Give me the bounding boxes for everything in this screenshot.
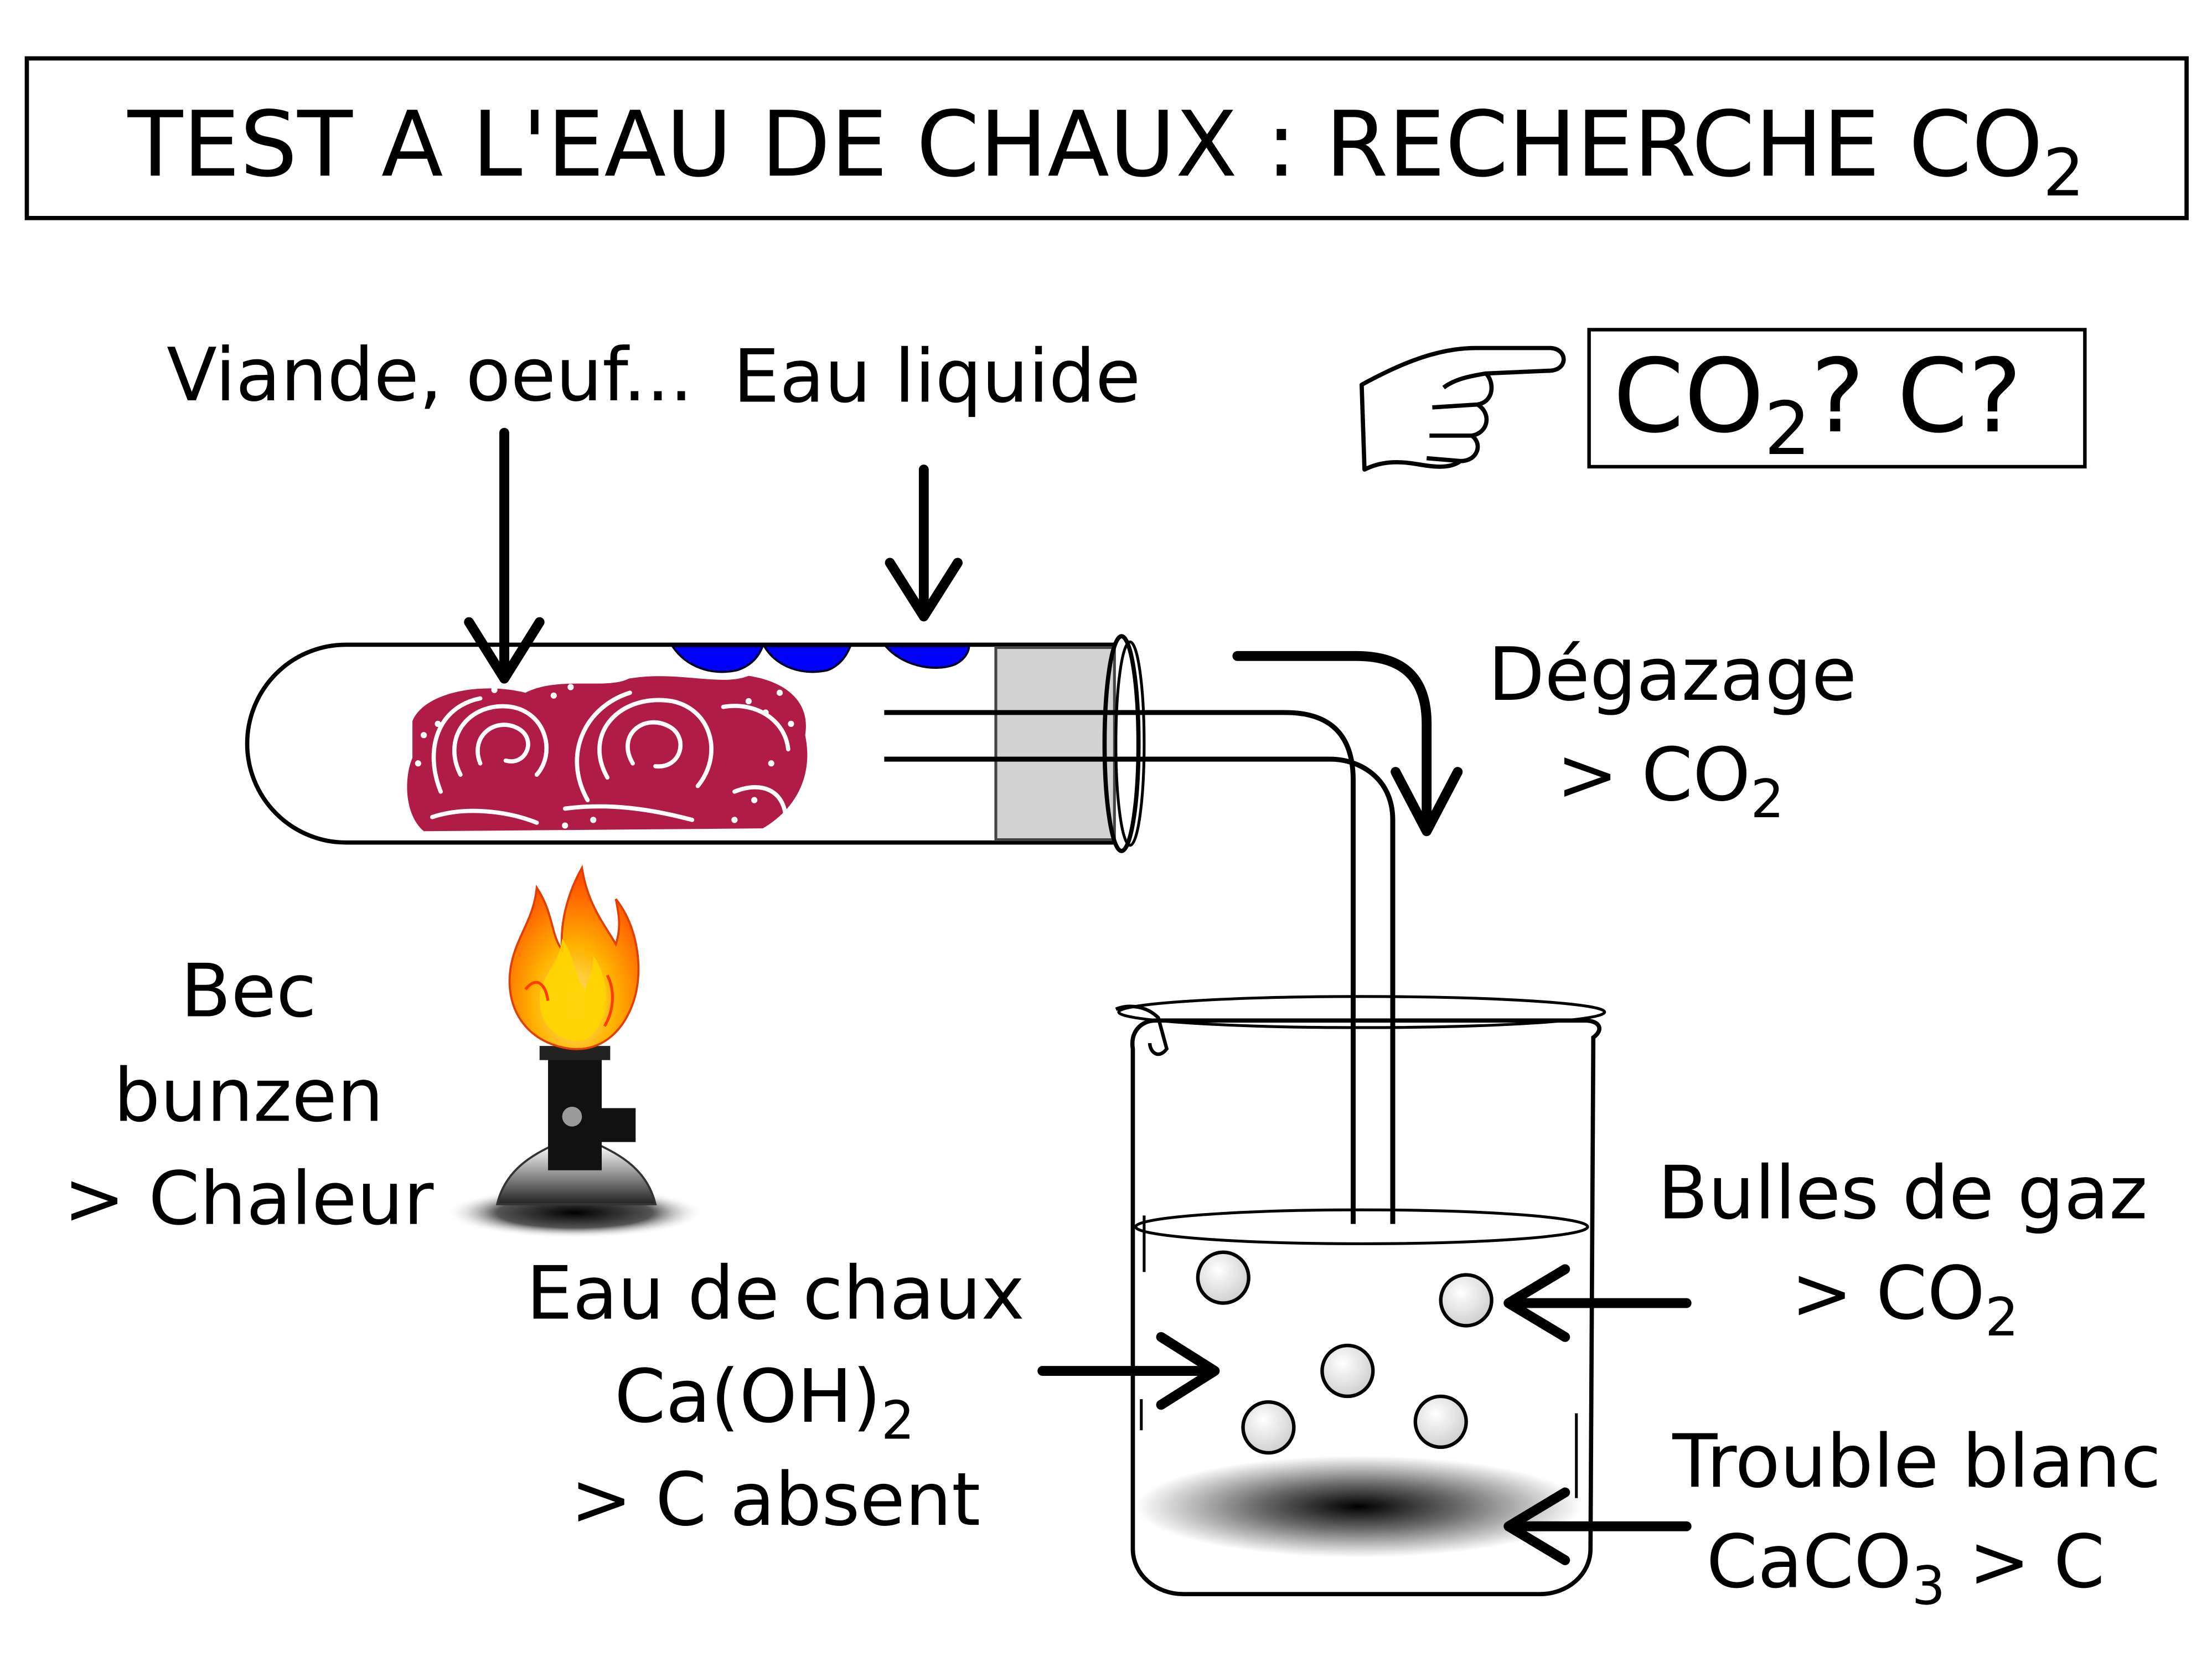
beaker	[1115, 995, 1606, 1597]
tube-lip	[1102, 634, 1141, 853]
question-text: CO2? C?	[1613, 337, 2022, 472]
bubble	[1413, 1394, 1468, 1449]
meat-sample	[407, 675, 808, 832]
stopper	[994, 646, 1116, 842]
label-bec: Bec	[180, 949, 317, 1034]
test-tube	[245, 634, 1146, 853]
pointing-hand-icon	[1360, 345, 1566, 472]
bubble	[1439, 1273, 1493, 1328]
arrow-degazage	[1232, 651, 1463, 837]
delivery-tube	[884, 710, 1396, 1301]
white-precipitate	[1135, 1456, 1582, 1557]
flame-icon	[508, 864, 640, 1050]
arrows	[464, 427, 1692, 1565]
arrow-trouble	[1503, 1487, 1692, 1565]
label-caoh2: Ca(OH)2	[614, 1354, 914, 1452]
arrow-viande	[464, 427, 545, 684]
label-bunzen: bunzen	[113, 1053, 384, 1138]
label-viande: Viande, oeuf...	[167, 333, 693, 418]
liquid-surface	[1134, 1208, 1589, 1245]
label-caco3: CaCO3 > C	[1706, 1519, 2105, 1617]
question-box: CO2? C?	[1587, 328, 2087, 472]
page-title: TEST A L'EAU DE CHAUX : RECHERCHE CO2	[127, 91, 2085, 211]
arrow-eau-liquide	[885, 465, 963, 622]
label-eau-de-chaux: Eau de chaux	[526, 1251, 1025, 1337]
bubble	[1241, 1400, 1296, 1455]
label-bulles-co2: > CO2	[1791, 1251, 2019, 1349]
label-eau-liquide: Eau liquide	[733, 334, 1140, 420]
label-degazage-co2: > CO2	[1557, 733, 1784, 830]
label-chaleur: > Chaleur	[64, 1157, 434, 1242]
label-degazage-title: Dégazage	[1488, 632, 1857, 718]
gas-bubbles	[1196, 1250, 1493, 1455]
label-trouble-blanc: Trouble blanc	[1672, 1419, 2161, 1504]
bunsen-burner	[445, 864, 705, 1239]
title-box: TEST A L'EAU DE CHAUX : RECHERCHE CO2	[24, 56, 2189, 220]
bubble	[1196, 1250, 1250, 1305]
label-c-absent: > C absent	[571, 1457, 981, 1543]
water-droplets	[670, 645, 970, 673]
label-bulles: Bulles de gaz	[1658, 1151, 2148, 1236]
arrow-bulles	[1503, 1264, 1692, 1342]
bubble	[1320, 1343, 1375, 1399]
arrow-eau-chaux	[1037, 1332, 1220, 1410]
